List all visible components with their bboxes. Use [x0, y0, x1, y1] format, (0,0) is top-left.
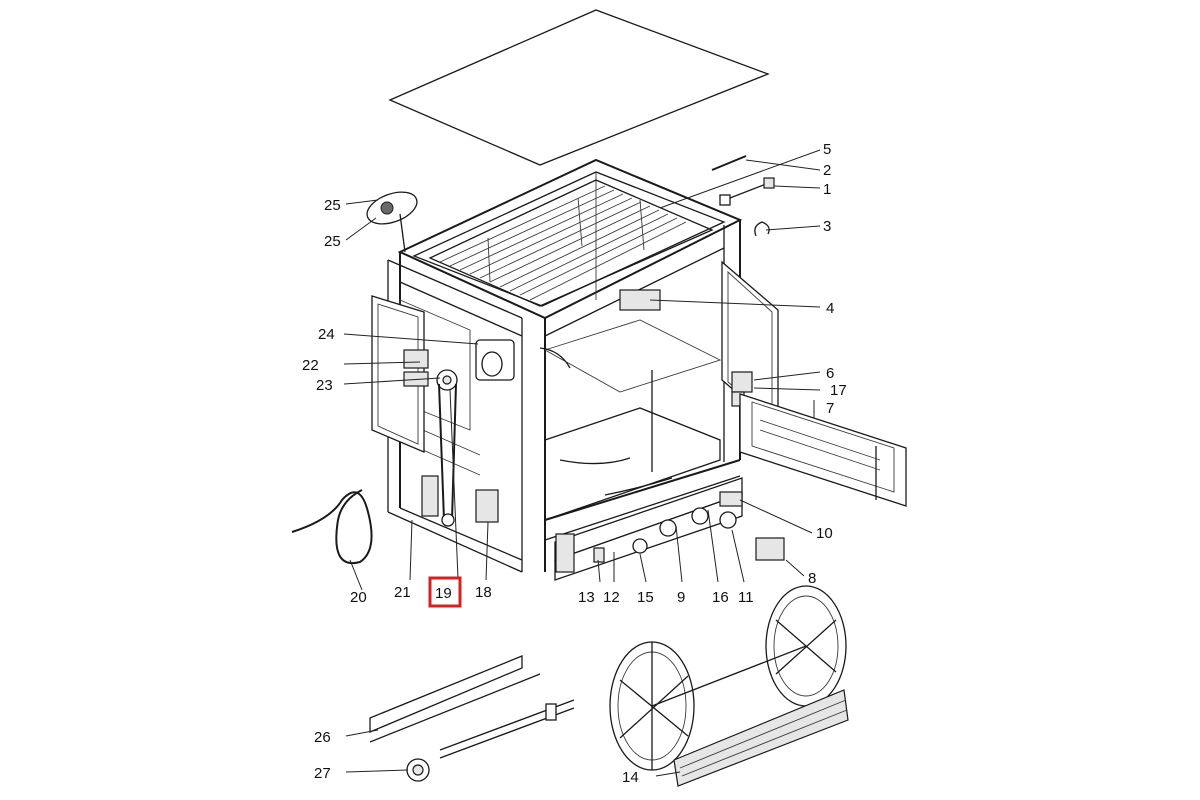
- knob-housing: [366, 191, 418, 253]
- callout-24: 24: [318, 326, 335, 343]
- grill-grate: [428, 179, 714, 307]
- highlight-box-19: [428, 576, 462, 608]
- drive-belt: [421, 369, 499, 527]
- left-door-panel: [371, 295, 429, 453]
- callout-18: 18: [475, 584, 492, 601]
- callout-19: 19: [435, 585, 452, 602]
- loose-parts-right: [711, 155, 785, 561]
- callout-26: 26: [314, 729, 331, 746]
- leader-lines: [343, 149, 821, 777]
- callout-5: 5: [823, 141, 831, 158]
- crumb-tray: [739, 393, 907, 507]
- callout-17: 17: [830, 382, 847, 399]
- rod-assembly: [369, 655, 575, 782]
- inner-assembly: [475, 289, 722, 521]
- callout-8: 8: [808, 570, 816, 587]
- callout-4: 4: [826, 300, 834, 317]
- callout-2: 2: [823, 162, 831, 179]
- callout-9: 9: [677, 589, 685, 606]
- callout-22: 22: [302, 357, 319, 374]
- callout-15: 15: [637, 589, 654, 606]
- callout-12: 12: [603, 589, 620, 606]
- callout-6: 6: [826, 365, 834, 382]
- callout-25-bottom: 25: [324, 233, 341, 250]
- callout-14: 14: [622, 769, 639, 786]
- callout-11: 11: [738, 589, 754, 606]
- rotisserie-basket: [609, 585, 849, 787]
- power-cable: [291, 489, 373, 565]
- callout-16: 16: [712, 589, 729, 606]
- callout-13: 13: [578, 589, 595, 606]
- callout-25-top: 25: [324, 197, 341, 214]
- control-panel: [554, 477, 743, 581]
- callout-23: 23: [316, 377, 333, 394]
- callout-21: 21: [394, 584, 411, 601]
- callout-3: 3: [823, 218, 831, 235]
- callout-10: 10: [816, 525, 833, 542]
- callout-27: 27: [314, 765, 331, 782]
- callout-20: 20: [350, 589, 367, 606]
- callout-1: 1: [823, 181, 831, 198]
- callout-7: 7: [826, 400, 834, 417]
- top-cover-panel: [388, 9, 770, 166]
- callout-labels: 5 2 1 3 4 6 17 7 10 8 13 12 15 9 16 11 1…: [302, 141, 847, 786]
